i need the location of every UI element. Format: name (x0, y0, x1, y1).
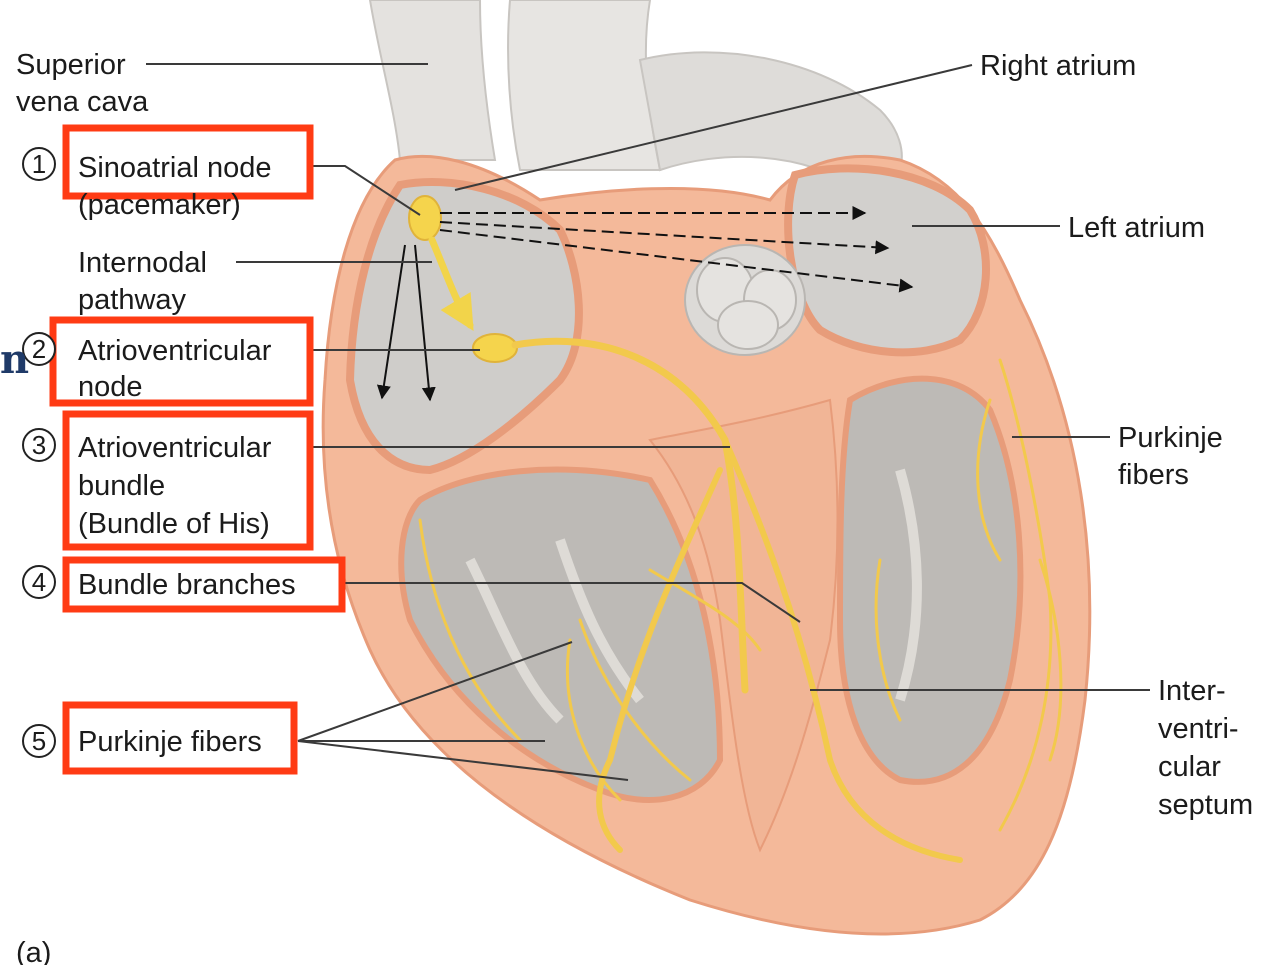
label-purkinje-right-2: fibers (1118, 459, 1189, 491)
heart-illustration (323, 0, 1090, 934)
step-2-number: 2 (32, 334, 46, 364)
label-internodal-2: pathway (78, 284, 187, 316)
label-septum-3: cular (1158, 751, 1221, 783)
label-purkinje-fibers-left: Purkinje fibers (78, 726, 262, 758)
label-left-atrium: Left atrium (1068, 212, 1205, 244)
label-purkinje-right-1: Purkinje (1118, 422, 1223, 454)
aortic-valve (685, 245, 805, 355)
label-sinoatrial-node: Sinoatrial node (78, 152, 271, 184)
label-internodal-1: Internodal (78, 247, 207, 279)
label-bundle-branches: Bundle branches (78, 569, 296, 601)
label-septum-1: Inter- (1158, 675, 1226, 707)
step-3-number: 3 (32, 430, 46, 460)
label-av-bundle-3: (Bundle of His) (78, 508, 270, 540)
step-numbers: 1 2 3 4 5 (23, 148, 55, 757)
label-av-bundle-1: Atrioventricular (78, 432, 272, 464)
step-1-number: 1 (32, 149, 46, 179)
label-pacemaker: (pacemaker) (78, 189, 241, 221)
step-4-number: 4 (32, 567, 46, 597)
label-superior-vena-cava-2: vena cava (16, 86, 149, 118)
left-atrium-cavity (788, 168, 986, 352)
left-ventricle-cavity (840, 379, 1020, 782)
aorta (508, 0, 660, 170)
label-figure-part: (a) (16, 937, 51, 965)
label-av-node-2: node (78, 371, 143, 403)
label-superior-vena-cava-1: Superior (16, 49, 126, 81)
step-5-number: 5 (32, 726, 46, 756)
label-av-bundle-2: bundle (78, 470, 165, 502)
label-av-node-1: Atrioventricular (78, 335, 272, 367)
left-edge-text-fragment: n (0, 336, 29, 383)
label-septum-4: septum (1158, 789, 1253, 821)
label-septum-2: ventri- (1158, 713, 1239, 745)
av-node-shape (473, 334, 517, 362)
sa-node-shape (409, 196, 441, 240)
label-right-atrium: Right atrium (980, 50, 1136, 82)
superior-vena-cava-vessel (370, 0, 495, 160)
